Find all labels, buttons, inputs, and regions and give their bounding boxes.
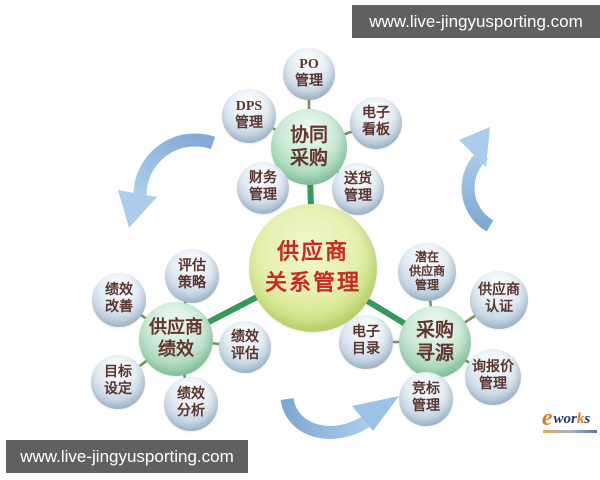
node-label-line: 目录	[352, 342, 380, 357]
node-bidding-management: 竞标 管理	[399, 372, 453, 426]
e-works-logo-e-swoosh: e	[541, 405, 553, 431]
node-label-line: 采购	[289, 148, 328, 169]
node-performance-evaluation: 绩效 评估	[219, 321, 271, 373]
cycle-arrow-bottom	[280, 396, 399, 439]
node-label-line: 管理	[249, 188, 277, 203]
node-label-line: 管理	[479, 377, 507, 392]
node-label-line: 供应商	[149, 317, 203, 338]
node-label-line: 目标	[104, 365, 132, 381]
node-label-line: 管理	[412, 399, 440, 414]
cycle-arrow-left	[118, 133, 216, 228]
node-label-line: 绩效	[105, 283, 133, 299]
node-label-line: 管理	[295, 74, 323, 89]
node-label-line: 潜在	[414, 250, 439, 265]
node-label-line: PO	[299, 57, 319, 73]
node-rfq-management: 询报价 管理	[465, 349, 521, 405]
node-supplier-certification: 供应商 认证	[470, 271, 528, 329]
e-works-logo-underline	[543, 430, 597, 433]
node-delivery-management: 送货 管理	[332, 163, 384, 215]
node-label-line: DPS	[235, 99, 263, 115]
node-po-management: PO 管理	[283, 48, 335, 100]
node-label-line: 供应商	[478, 283, 520, 299]
node-label-line: 评估	[231, 347, 259, 362]
e-works-logo-text: wor	[553, 411, 577, 427]
watermark-top-right: www.live-jingyusporting.com	[352, 5, 600, 38]
node-evaluation-strategy: 评估 策略	[165, 249, 219, 303]
node-label-line: 电子	[352, 325, 380, 341]
hub-collaborative-procurement: 协同 采购	[271, 109, 347, 185]
node-label-line: 供应商	[408, 264, 445, 279]
node-potential-supplier-management: 潜在 供应商 管理	[398, 243, 456, 301]
node-label-line: 绩效	[231, 330, 259, 346]
node-label-line: 设定	[104, 382, 132, 397]
node-performance-analysis: 绩效 分析	[164, 377, 218, 431]
node-label-line: 管理	[344, 189, 372, 204]
node-label-line: 竞标	[412, 382, 440, 398]
e-works-logo-text: s	[584, 411, 591, 427]
node-label-line: 管理	[235, 116, 263, 131]
hub-supplier-performance: 供应商 绩效	[139, 302, 213, 376]
node-performance-improvement: 绩效 改善	[92, 273, 146, 327]
node-label-line: 财务	[249, 171, 277, 187]
hub-procurement-sourcing: 采购 寻源	[399, 306, 471, 378]
node-label-line: 询报价	[472, 360, 514, 376]
node-label-line: 策略	[178, 276, 206, 291]
node-finance-management: 财务 管理	[237, 162, 289, 214]
e-works-logo-text: k	[576, 411, 585, 427]
e-works-logo: e wor k s	[533, 405, 599, 438]
central-node-supplier-relationship-management: 供应商 关系管理	[249, 204, 377, 332]
cycle-arrow-right	[459, 127, 494, 232]
node-goal-setting: 目标 设定	[91, 355, 145, 409]
node-label-line: 评估	[178, 259, 206, 275]
node-label-line: 改善	[105, 300, 133, 315]
node-label-line: 管理	[414, 277, 439, 292]
node-label-line: 寻源	[415, 343, 454, 364]
node-label-line: 看板	[362, 123, 390, 138]
node-label-line: 绩效	[177, 387, 205, 403]
node-electronic-catalog: 电子 目录	[339, 315, 393, 369]
node-label-line: 电子	[362, 106, 390, 122]
node-label-line: 绩效	[158, 339, 194, 359]
node-label-line: 分析	[177, 404, 205, 419]
node-label-line: 供应商	[276, 239, 349, 265]
node-label-line: 送货	[344, 172, 372, 188]
watermark-bottom-left: www.live-jingyusporting.com	[6, 440, 248, 473]
node-electronic-kanban: 电子 看板	[350, 97, 402, 149]
node-label-line: 采购	[415, 319, 454, 341]
node-label-line: 关系管理	[264, 270, 361, 295]
node-label-line: 协同	[289, 124, 328, 146]
watermark-url: www.live-jingyusporting.com	[369, 11, 583, 31]
node-dps-management: DPS 管理	[222, 89, 276, 143]
node-label-line: 认证	[485, 300, 513, 315]
watermark-url: www.live-jingyusporting.com	[20, 446, 234, 466]
